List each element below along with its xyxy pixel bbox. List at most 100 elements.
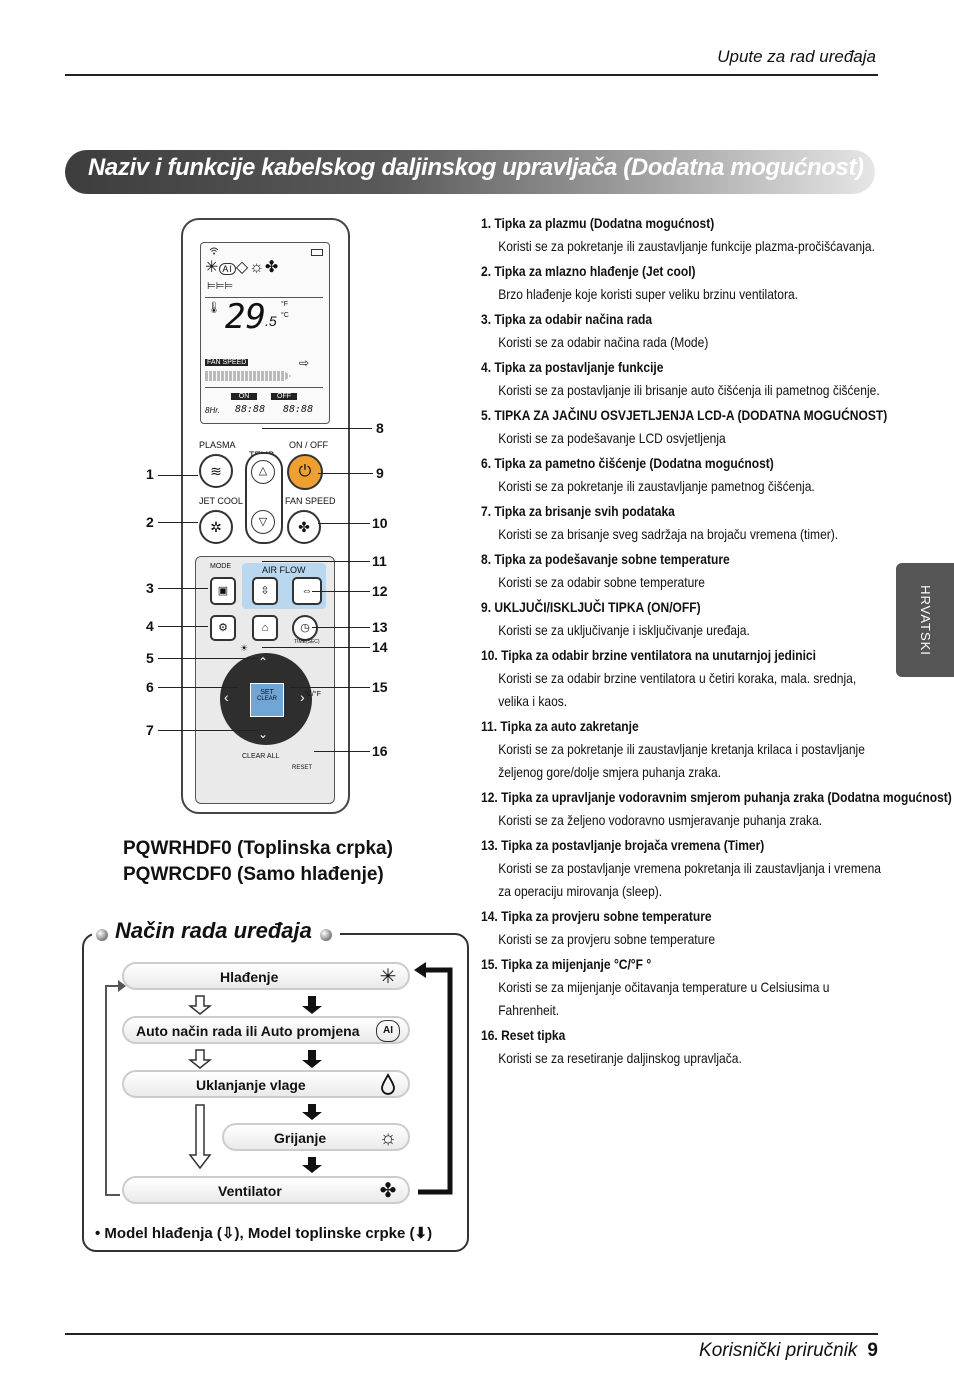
function-item: 5. TIPKA ZA JAČINU OSVJETLJENJA LCD-A (D… xyxy=(481,404,888,450)
mode-button[interactable]: ▣ xyxy=(210,577,236,605)
function-item: 15. Tipka za mijenjanje °C/°F ° Koristi s… xyxy=(481,953,881,1022)
function-title: 15. Tipka za mijenjanje °C/°F ° xyxy=(481,956,652,972)
modes-title: Način rada uređaja xyxy=(115,918,312,943)
callout-line-10 xyxy=(318,523,370,524)
function-item: 1. Tipka za plazmu (Dodatna mogućnost) Ko… xyxy=(481,212,881,258)
lcd-timer-1: 88:88 xyxy=(235,404,266,415)
room-temp-button[interactable]: ⌂ xyxy=(252,615,278,641)
language-tab-label: HRVATSKI xyxy=(917,584,933,656)
plasma-label: PLASMA xyxy=(199,440,236,450)
callout-8: 8 xyxy=(376,420,384,436)
snowflake-icon: ✳ xyxy=(379,966,397,988)
snowflake-icon: ✳ xyxy=(205,259,220,276)
mode-row-auto: Auto način rada ili Auto promjena AI xyxy=(122,1016,410,1044)
sun-icon: ☼ xyxy=(378,1127,398,1149)
on-off-button[interactable]: ⏻ xyxy=(287,454,323,490)
plasma-icon: ≋ xyxy=(210,463,222,479)
callout-3: 3 xyxy=(146,580,154,596)
callout-9: 9 xyxy=(376,465,384,481)
callout-line-5 xyxy=(158,658,258,659)
callout-line-9 xyxy=(318,473,373,474)
set-label: SET xyxy=(260,689,274,696)
modes-model-note: • Model hlađenja (⇩), Model toplinske cr… xyxy=(95,1225,433,1242)
function-description: Koristi se za uključivanje i isključivan… xyxy=(498,622,750,638)
function-title: 4. Tipka za postavljanje funkcije xyxy=(481,359,664,375)
callout-line-1 xyxy=(158,475,198,476)
jet-cool-icon: ✲ xyxy=(210,519,222,535)
function-description: Koristi se za resetiranje daljinskog upr… xyxy=(498,1050,742,1066)
function-list: 1. Tipka za plazmu (Dodatna mogućnost) Ko… xyxy=(481,212,952,1072)
callout-line-14 xyxy=(262,647,370,648)
fan-speed-button[interactable]: ✤ xyxy=(287,510,321,544)
droplet-icon xyxy=(381,1073,395,1095)
section-title: Naziv i funkcije kabelskog daljinskog up… xyxy=(88,154,864,181)
callout-line-13 xyxy=(312,627,370,628)
function-title: 1. Tipka za plazmu (Dodatna mogućnost) xyxy=(481,215,715,231)
function-description: Koristi se za brisanje sveg sadržaja na … xyxy=(498,526,839,542)
arrow-right-icon: ⇨ xyxy=(299,356,310,370)
function-description: Koristi se za pokretanje ili zaustavljan… xyxy=(498,238,875,254)
function-description: Koristi se za pokretanje ili zaustavljan… xyxy=(498,741,865,780)
function-title: 3. Tipka za odabir načina rada xyxy=(481,311,653,327)
language-tab: HRVATSKI xyxy=(896,563,954,677)
on-off-label: ON / OFF xyxy=(289,440,328,450)
function-description: Koristi se za odabir brzine ventilatora … xyxy=(498,670,857,709)
ai-icon: AI xyxy=(219,263,236,275)
function-title: 5. TIPKA ZA JAČINU OSVJETLJENJA LCD-A (D… xyxy=(481,407,888,423)
set-clear-button[interactable]: SET CLEAR xyxy=(250,683,284,717)
function-title: 8. Tipka za podešavanje sobne temperatur… xyxy=(481,551,730,567)
direction-pad[interactable]: ⌃ ⌄ ‹ › SET CLEAR xyxy=(220,653,312,745)
function-item: 13. Tipka za postavljanje brojača vremen… xyxy=(481,834,881,903)
page-number: 9 xyxy=(867,1340,878,1361)
callout-5: 5 xyxy=(146,650,154,666)
function-item: 10. Tipka za odabir brzine ventilatora n… xyxy=(481,644,881,713)
wireless-icon xyxy=(209,247,219,255)
function-title: 16. Reset tipka xyxy=(481,1027,566,1043)
timer-button[interactable]: ◷ xyxy=(292,615,318,641)
callout-line-7 xyxy=(158,730,258,731)
function-description: Brzo hlađenje koje koristi super veliku … xyxy=(498,286,799,302)
mode-row-fan: Ventilator ✤ xyxy=(122,1176,410,1204)
footer-rule xyxy=(65,1333,878,1335)
temp-up-down-button[interactable]: △ ▽ xyxy=(245,452,283,544)
auto-swing-button[interactable]: ⇳ xyxy=(252,577,278,605)
clear-all-label: CLEAR ALL xyxy=(242,753,280,760)
droplet-icon: ◇ xyxy=(235,259,250,276)
lcd-display: ✳AI◇☼✤ ⊨⊨⊨ 🌡︎ 29 .5 °F °C FAN SPEED ⇨ ON… xyxy=(200,242,330,424)
plasma-button[interactable]: ≋ xyxy=(199,454,233,488)
lcd-on-label: ON xyxy=(231,393,257,400)
callout-line-2 xyxy=(158,522,198,523)
fan-speed-bar xyxy=(205,371,291,381)
mode-row-cooling: Hlađenje ✳ xyxy=(122,962,410,990)
function-description: Koristi se za mijenjanje očitavanja temp… xyxy=(498,979,830,1018)
lcd-unit-f: °F xyxy=(281,301,289,308)
function-description: Koristi se za odabir načina rada (Mode) xyxy=(498,334,709,350)
timer-label: TIME(SEC) xyxy=(294,639,320,645)
callout-line-16 xyxy=(314,751,370,752)
callout-line-3 xyxy=(158,588,208,589)
function-title: 2. Tipka za mlazno hlađenje (Jet cool) xyxy=(481,263,696,279)
function-item: 6. Tipka za pametno čišćenje (Dodatna mo… xyxy=(481,452,881,498)
function-description: Koristi se za pokretanje ili zaustavljan… xyxy=(498,478,815,494)
lcd-mode-icons: ✳AI◇☼✤ xyxy=(205,257,279,277)
callout-7: 7 xyxy=(146,722,154,738)
vertical-swing-icon: ⇳ xyxy=(260,585,270,597)
modes-title-backdrop xyxy=(92,915,340,951)
lcd-hr-label: 8Hr. xyxy=(205,406,220,415)
function-item: 12. Tipka za upravljanje vodoravnim smje… xyxy=(481,786,952,832)
function-title: 12. Tipka za upravljanje vodoravnim smje… xyxy=(481,789,952,805)
chevron-down-icon: ▽ xyxy=(251,510,275,534)
function-button[interactable]: ⚙ xyxy=(210,615,236,641)
mode-cycle-arrows xyxy=(105,962,453,1196)
mode-label-cooling: Hlađenje xyxy=(220,969,279,985)
callout-2: 2 xyxy=(146,514,154,530)
pad-down-icon: ⌄ xyxy=(258,727,269,741)
callout-line-12 xyxy=(312,591,370,592)
jet-cool-button[interactable]: ✲ xyxy=(199,510,233,544)
degree-toggle-label: °C/°F xyxy=(304,691,321,698)
callout-14: 14 xyxy=(372,639,388,655)
